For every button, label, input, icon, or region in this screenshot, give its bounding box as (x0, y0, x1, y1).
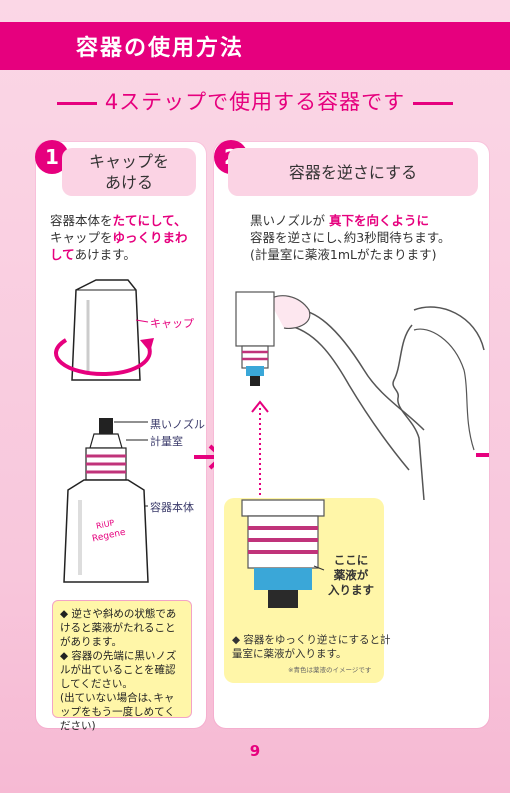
step2-note: ◆ 容器をゆっくり逆さにすると計量室に薬液が入ります。 (232, 634, 391, 660)
bottle-illustration (54, 279, 154, 583)
step1-note-3: (出ていない場合は､キャップをもう一度しめてください) (60, 692, 175, 732)
rotate-arrow-icon (54, 338, 152, 377)
step2-desc-b: 真下を向くように (328, 213, 429, 228)
subtitle-rule-left (56, 101, 97, 105)
step2-description: 黒いノズルが 真下を向くように容器を逆さにし､約3秒間待ちます。 (計量室に薬液1… (250, 212, 485, 263)
step2-desc-a: 黒いノズルが (250, 213, 329, 228)
subtitle: 4ステップで使用する容器です (0, 86, 510, 116)
step1-desc-b: たてにして、 (112, 213, 187, 228)
step1-desc-e: して (50, 247, 75, 262)
section-header: 容器の使用方法 (0, 22, 510, 70)
chamber-label: 計量室 (150, 435, 183, 448)
liquid-footnote: ※青色は薬液のイメージです (288, 666, 372, 674)
step1-desc-a: 容器本体を (50, 213, 113, 228)
step1-title: キャップを あける (62, 148, 196, 196)
chamber-zoom-illustration (241, 499, 325, 608)
step1-note-1: ◆ 逆さや斜めの状態であけると薬液がたれることがあります。 (60, 608, 177, 648)
callout-line2: 薬液が (333, 568, 369, 582)
step1-description: 容器本体をたてにして、キャップをゆっくりまわしてあけます。 (50, 212, 200, 263)
step1-note-2: ◆ 容器の先端に黒いノズルが出ていることを確認してください。 (60, 650, 177, 690)
step1-desc-c: キャップを (50, 230, 113, 245)
step2-title: 容器を逆さにする (228, 148, 478, 196)
callout-line1: ここに (333, 553, 369, 567)
section-title: 容器の使用方法 (76, 36, 245, 61)
chamber-callout: ここに 薬液が 入ります (316, 553, 386, 598)
subtitle-text: 4ステップで使用する容器です (104, 90, 406, 114)
subtitle-rule-right (413, 101, 454, 105)
step1-note: ◆ 逆さや斜めの状態であけると薬液がたれることがあります。 ◆ 容器の先端に黒い… (52, 600, 192, 732)
page-number: 9 (249, 742, 261, 760)
bottle-body-shape (63, 479, 149, 583)
inverted-bottle-illustration (235, 291, 489, 500)
step1-desc-f: あけます。 (74, 247, 136, 262)
step1-title-line1: キャップを (88, 152, 169, 171)
step1-desc-d: ゆっくりまわ (112, 230, 188, 245)
nozzle-shape (99, 418, 113, 434)
body-label: 容器本体 (150, 501, 194, 514)
step1-title-line2: あける (104, 173, 153, 192)
step2-desc-c: 容器を逆さにし､約3秒間待ちます。 (250, 230, 451, 245)
liquid-shape (254, 568, 312, 590)
nozzle-label: 黒いノズル (150, 418, 205, 431)
callout-line3: 入ります (328, 583, 374, 597)
cap-label: キャップ (150, 317, 194, 330)
step2-desc-d: (計量室に薬液1mLがたまります) (250, 247, 437, 262)
cap-shape (71, 279, 141, 381)
